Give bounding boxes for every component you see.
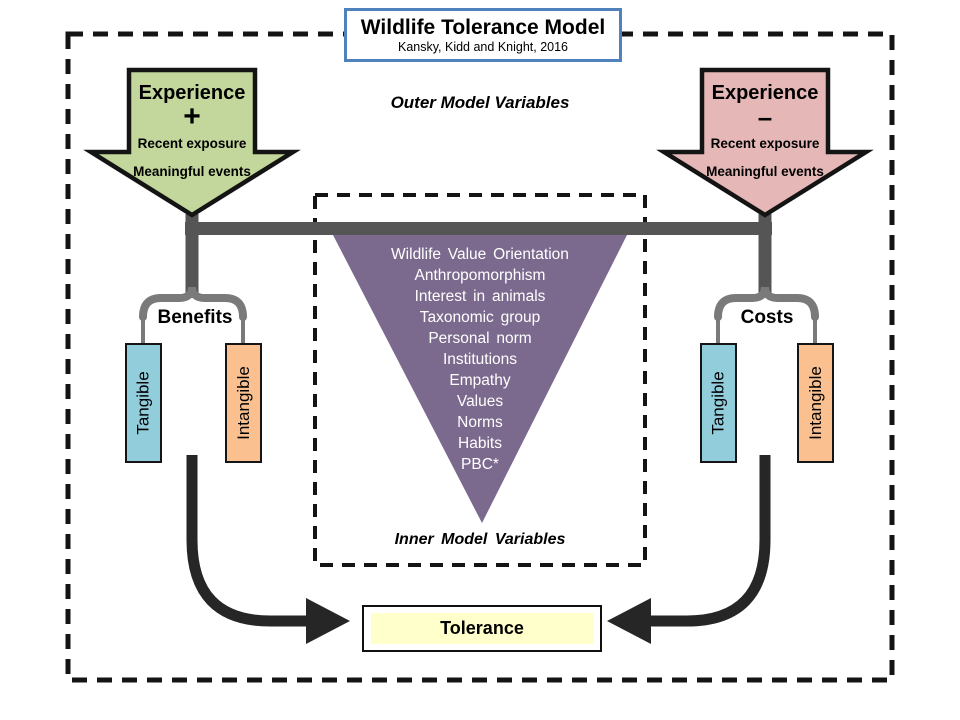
- inner-model-variables-label: Inner Model Variables: [394, 531, 566, 548]
- connector-stub-right: [758, 214, 772, 296]
- costs-drop-lines: [716, 314, 817, 344]
- list-item: Wildlife Value Orientation: [391, 246, 569, 263]
- experience-positive-text: Experience + Recent exposure Meaningful …: [91, 72, 293, 179]
- tolerance-label: Tolerance: [440, 618, 524, 638]
- experience-positive-detail-1: Recent exposure: [137, 136, 247, 151]
- experience-positive-detail-2: Meaningful events: [133, 164, 251, 179]
- experience-negative-detail-1: Recent exposure: [710, 136, 820, 151]
- tolerance-fill: Tolerance: [371, 613, 593, 644]
- list-item: Institutions: [442, 351, 518, 368]
- experience-positive-title: Experience: [138, 82, 246, 104]
- inner-dashed-border: [313, 193, 647, 567]
- plus-sign-icon: +: [183, 100, 201, 133]
- inner-variables-triangle: [333, 235, 627, 523]
- benefits-tangible-label: Tangible: [133, 371, 153, 435]
- benefits-drop-lines: [141, 314, 245, 344]
- list-item: Values: [456, 393, 504, 410]
- costs-to-tolerance-arrow: [651, 455, 771, 627]
- costs-tangible-box: Tangible: [700, 343, 737, 463]
- tolerance-box: Tolerance: [362, 605, 602, 652]
- experience-positive-arrow: [83, 67, 301, 218]
- page-subtitle: Kansky, Kidd and Knight, 2016: [397, 39, 569, 54]
- list-item: Personal norm: [428, 330, 532, 347]
- list-item: Interest in animals: [414, 288, 546, 305]
- benefits-bracket: [139, 286, 247, 321]
- benefits-label: Benefits: [157, 307, 233, 328]
- costs-intangible-box: Intangible: [797, 343, 834, 463]
- inner-variables-list: Wildlife Value Orientation Anthropomorph…: [335, 244, 625, 475]
- benefits-tangible-box: Tangible: [125, 343, 162, 463]
- list-item: Taxonomic group: [419, 309, 541, 326]
- list-item: Empathy: [449, 372, 511, 389]
- connector-stub-left: [185, 214, 199, 296]
- benefits-intangible-label: Intangible: [233, 366, 253, 440]
- minus-sign-icon: –: [757, 102, 773, 132]
- benefits-to-tolerance-arrow: [186, 455, 306, 627]
- experience-negative-arrow: [656, 67, 874, 218]
- costs-label: Costs: [740, 307, 794, 328]
- experience-negative-detail-2: Meaningful events: [706, 164, 824, 179]
- experience-negative-title: Experience: [711, 82, 819, 104]
- list-item: Anthropomorphism: [414, 267, 546, 284]
- outer-model-variables-label: Outer Model Variables: [390, 93, 570, 112]
- costs-bracket: [714, 286, 819, 321]
- benefits-intangible-box: Intangible: [225, 343, 262, 463]
- page-title: Wildlife Tolerance Model: [360, 15, 606, 39]
- experience-negative-text: Experience – Recent exposure Meaningful …: [664, 72, 866, 179]
- costs-tangible-label: Tangible: [708, 371, 728, 435]
- list-item: PBC*: [461, 456, 499, 473]
- connector-bar: [185, 222, 772, 235]
- list-item: Habits: [458, 435, 502, 452]
- title-box: Wildlife Tolerance Model Kansky, Kidd an…: [344, 8, 622, 62]
- costs-arrowhead-icon: [607, 598, 651, 644]
- list-item: Norms: [457, 414, 503, 431]
- costs-intangible-label: Intangible: [805, 366, 825, 440]
- benefits-arrowhead-icon: [306, 598, 350, 644]
